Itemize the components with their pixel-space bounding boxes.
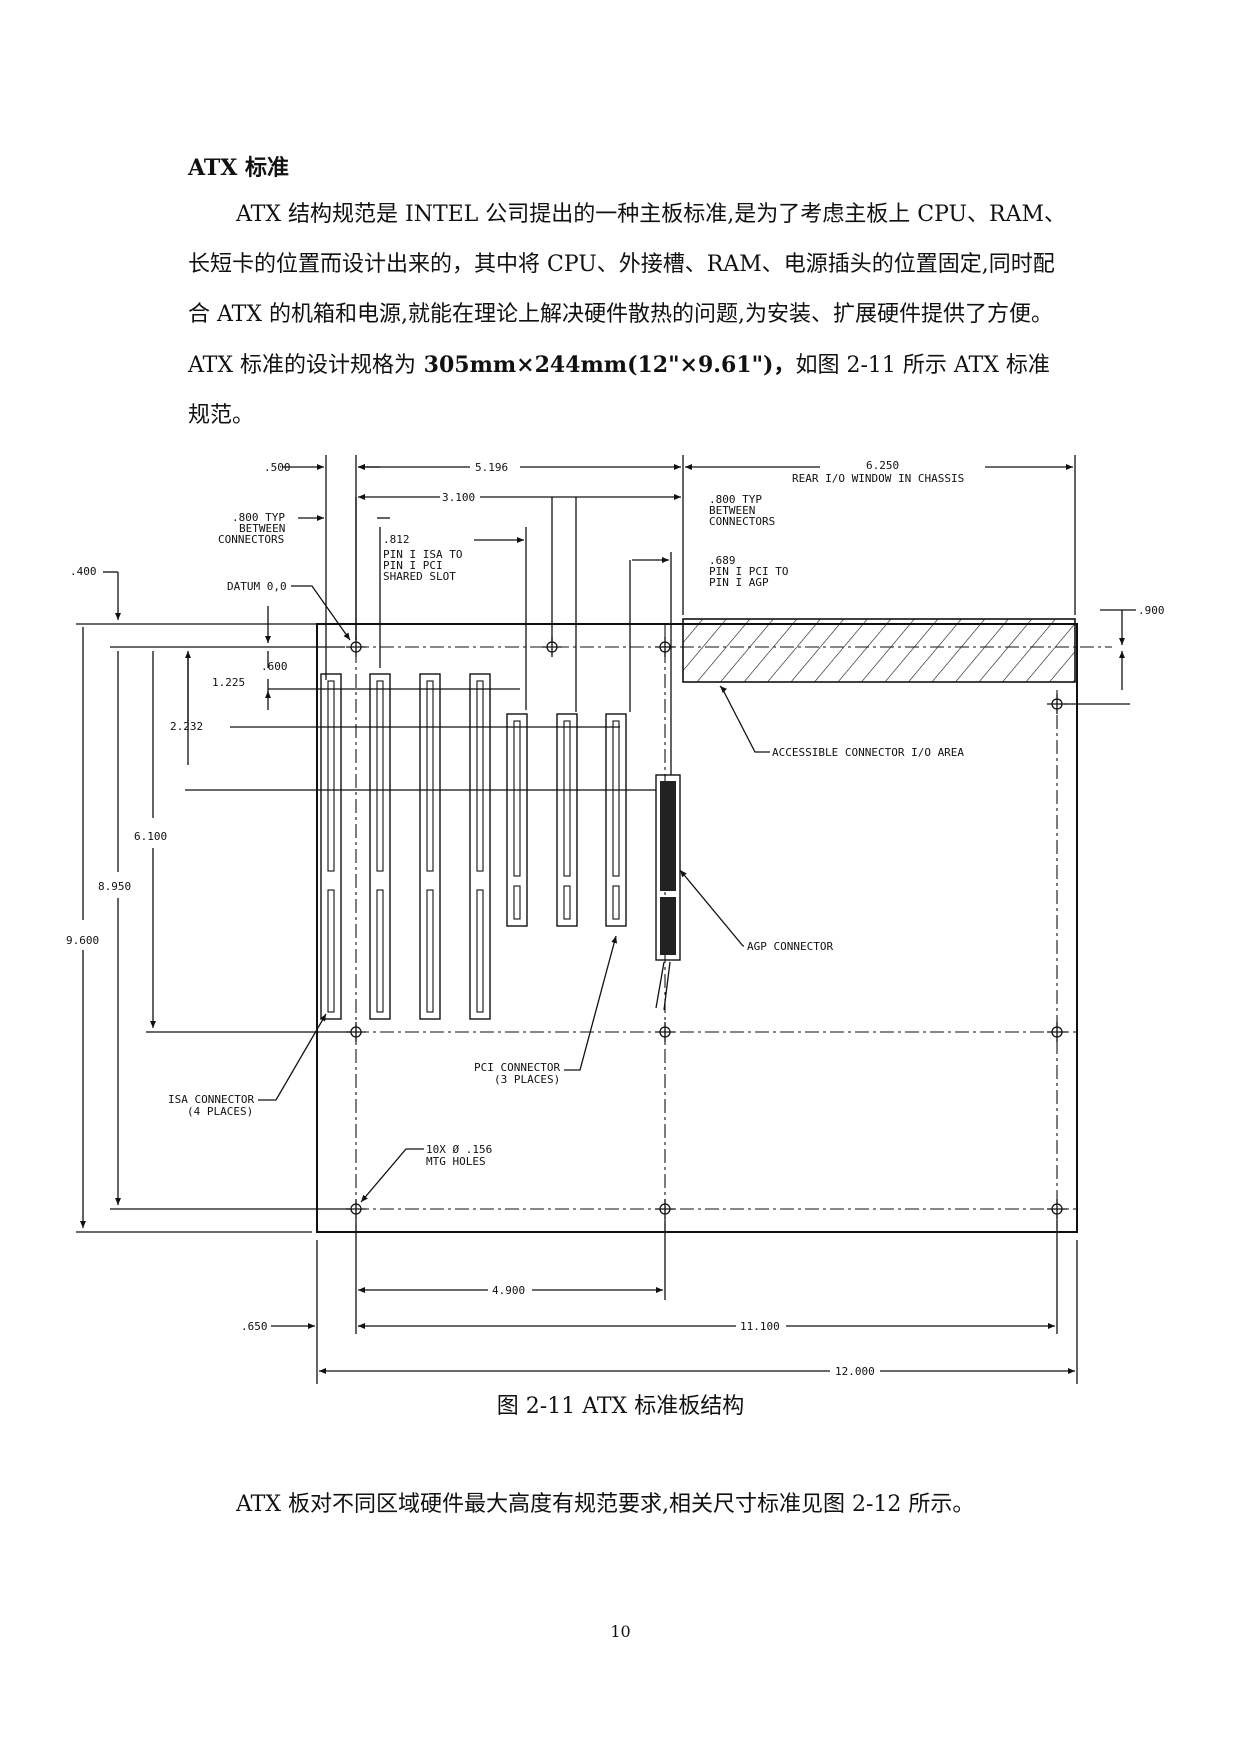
dim-650: .650 xyxy=(241,1320,268,1333)
right-dimensions: .900 xyxy=(1065,604,1165,705)
isa-connector-label-2: (4 PLACES) xyxy=(187,1105,253,1118)
dim-2232: 2.232 xyxy=(170,720,203,733)
dim-8950: 8.950 xyxy=(98,880,131,893)
mounting-hole xyxy=(1047,1022,1067,1042)
dim-3100: 3.100 xyxy=(442,491,475,504)
holes-label-1: 10X Ø .156 xyxy=(426,1143,492,1156)
typ-left-1: .800 TYP xyxy=(232,511,285,524)
pci-connector-label-1: PCI CONNECTOR xyxy=(474,1061,560,1074)
typ-left-2: BETWEEN xyxy=(239,522,285,535)
figure-caption: 图 2-11 ATX 标准板结构 xyxy=(496,1394,745,1419)
intro-paragraph: ATX 结构规范是 INTEL 公司提出的一种主板标准,是为了考虑主板上 CPU… xyxy=(188,190,1068,441)
holes-label-2: MTG HOLES xyxy=(426,1155,486,1168)
pci-agp-1: PIN I PCI TO xyxy=(709,565,788,578)
agp-connector-label: AGP CONNECTOR xyxy=(747,940,833,953)
pci-connector xyxy=(506,713,528,927)
closing-paragraph: ATX 板对不同区域硬件最大高度有规范要求,相关尺寸标准见图 2-12 所示。 xyxy=(236,1492,975,1517)
center-lines xyxy=(330,624,1112,1232)
pci-connector-label-2: (3 PLACES) xyxy=(494,1073,560,1086)
dim-400: .400 xyxy=(70,565,97,578)
agp-connector xyxy=(655,774,681,1011)
isa-connector xyxy=(369,673,391,1020)
page-number: 10 xyxy=(610,1622,631,1641)
dim-11100: 11.100 xyxy=(740,1320,780,1333)
dim-500: .500 xyxy=(264,461,291,474)
dim-812: .812 xyxy=(383,533,410,546)
mounting-hole xyxy=(655,1022,675,1042)
io-window xyxy=(682,618,1076,683)
dim-6250: 6.250 xyxy=(866,459,899,472)
dim-900: .900 xyxy=(1138,604,1165,617)
callouts: ACCESSIBLE CONNECTOR I/O AREA AGP CONNEC… xyxy=(168,685,964,1203)
typ-right-3: CONNECTORS xyxy=(709,515,775,528)
typ-right-2: BETWEEN xyxy=(709,504,755,517)
mounting-hole xyxy=(655,637,675,657)
mounting-hole xyxy=(346,637,366,657)
mounting-holes xyxy=(346,637,1067,1219)
left-dimensions: DATUM 0,0 .400 .600 1.225 2.232 6.100 8.… xyxy=(66,565,656,1233)
intro-text-a: ATX 结构规范是 INTEL 公司提出的一种主板标准,是为了考虑主板上 CPU… xyxy=(188,202,1067,378)
isa-connectors xyxy=(320,673,491,1020)
io-area-label: ACCESSIBLE CONNECTOR I/O AREA xyxy=(772,746,964,759)
typ-right-1: .800 TYP xyxy=(709,493,762,506)
mounting-hole xyxy=(1047,1199,1067,1219)
dim-6100: 6.100 xyxy=(134,830,167,843)
dim-600: .600 xyxy=(261,660,288,673)
pci-connectors xyxy=(506,713,627,927)
pci-connector xyxy=(556,713,578,927)
isa-connector-label-1: ISA CONNECTOR xyxy=(168,1093,254,1106)
isa-connector xyxy=(469,673,491,1020)
intro-text-b: 如图 2-11 所示 ATX 标准规范。 xyxy=(188,353,1050,428)
dim-689: .689 xyxy=(709,554,736,567)
top-dimensions: .500 5.196 6.250 REAR I/O WINDOW IN CHAS… xyxy=(218,455,1076,775)
isa-pci-3: SHARED SLOT xyxy=(383,570,456,583)
isa-connector xyxy=(320,673,342,1020)
dim-9600: 9.600 xyxy=(66,934,99,947)
dim-1225: 1.225 xyxy=(212,676,245,689)
typ-left-3: CONNECTORS xyxy=(218,533,284,546)
pci-agp-2: PIN I AGP xyxy=(709,576,769,589)
pci-connector xyxy=(605,713,627,927)
section-heading: ATX 标准 xyxy=(188,155,289,181)
bottom-dimensions: 4.900 .650 11.100 12.000 xyxy=(241,1220,1078,1384)
mounting-hole xyxy=(346,1199,366,1219)
mounting-hole xyxy=(655,1199,675,1219)
dim-4900: 4.900 xyxy=(492,1284,525,1297)
intro-dimension-spec: 305mm×244mm(12"×9.61")， xyxy=(416,352,796,378)
isa-connector xyxy=(419,673,441,1020)
rear-io-label: REAR I/O WINDOW IN CHASSIS xyxy=(792,472,964,485)
mounting-hole xyxy=(1047,694,1067,714)
datum-label: DATUM 0,0 xyxy=(227,580,287,593)
isa-pci-2: PIN I PCI xyxy=(383,559,443,572)
dim-12000: 12.000 xyxy=(835,1365,875,1378)
isa-pci-1: PIN I ISA TO xyxy=(383,548,462,561)
dim-5196: 5.196 xyxy=(475,461,508,474)
